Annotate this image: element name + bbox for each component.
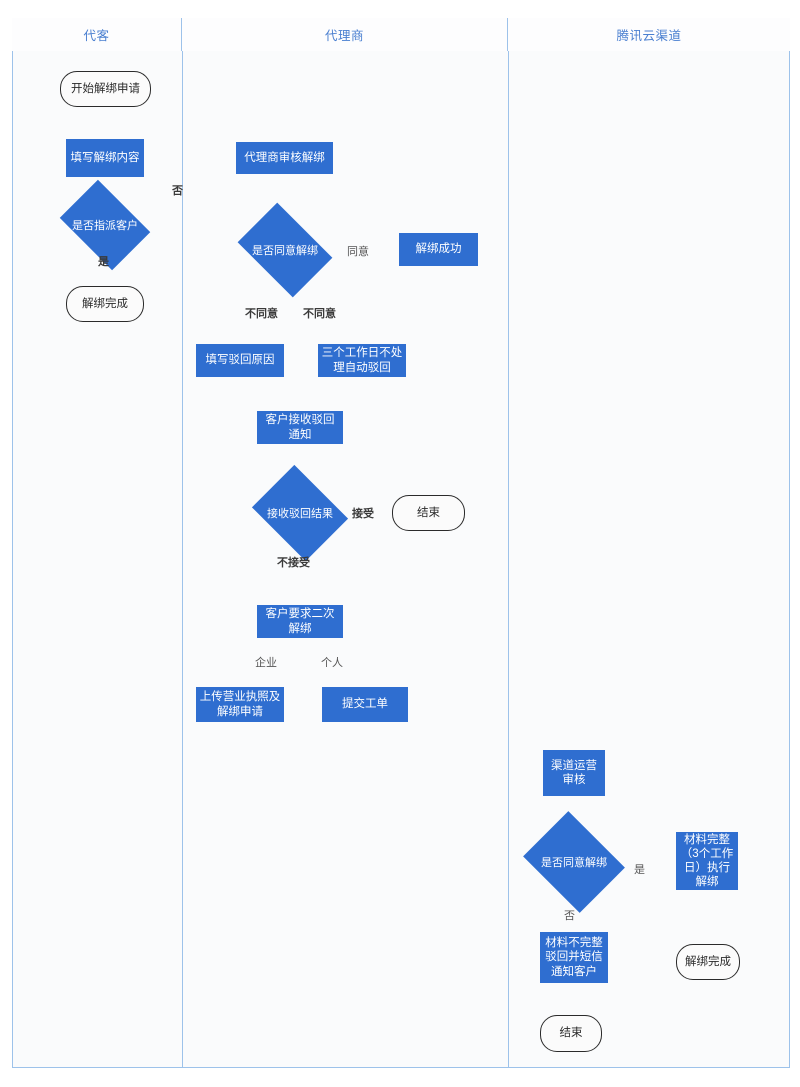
edge-label-individual: 个人: [321, 654, 343, 670]
edge-label-text: 不接受: [277, 557, 310, 569]
node-reject-result[interactable]: 接收驳回结果: [251, 464, 349, 562]
edge-label-text: 不同意: [245, 308, 278, 320]
edge-label-text: 不同意: [303, 308, 336, 320]
node-auto-reject[interactable]: 三个工作日不处理自动驳回: [318, 344, 406, 377]
node-upload-license[interactable]: 上传营业执照及解绑申请: [196, 687, 284, 722]
edge-label-text: 是: [98, 256, 109, 268]
edge-label-text: 否: [564, 910, 575, 922]
node-start-apply[interactable]: 开始解绑申请: [60, 71, 151, 107]
lane-label: 腾讯云渠道: [616, 29, 682, 43]
node-label: 材料完整（3个工作日）执行解绑: [680, 833, 734, 889]
edge-label-text: 企业: [255, 657, 277, 669]
node-customer-notice[interactable]: 客户接收驳回通知: [257, 411, 343, 444]
edge-label-text: 是: [634, 864, 645, 876]
node-label: 解绑完成: [82, 297, 128, 310]
edge-label-no-channel: 否: [564, 907, 575, 923]
node-unbind-success[interactable]: 解绑成功: [399, 233, 478, 266]
edge-label-text: 接受: [352, 508, 374, 520]
node-end-middle[interactable]: 结束: [392, 495, 465, 531]
edge-label-disagree-right: 不同意: [303, 305, 336, 321]
node-fill-reject[interactable]: 填写驳回原因: [196, 344, 284, 377]
edge-label-disagree-left: 不同意: [245, 305, 278, 321]
node-label: 结束: [559, 1027, 583, 1040]
node-label: 填写驳回原因: [205, 354, 275, 367]
node-label: 客户要求二次解绑: [265, 608, 335, 635]
node-label: 解绑完成: [685, 955, 731, 968]
edge-label-text: 否: [172, 185, 183, 197]
edge-label-accept: 接受: [352, 505, 374, 521]
lane-header-tencent: 腾讯云渠道: [508, 18, 790, 51]
node-unbind-done-left[interactable]: 解绑完成: [66, 286, 144, 322]
node-label: 接收驳回结果: [267, 508, 333, 520]
node-agent-review[interactable]: 代理商审核解绑: [236, 142, 333, 174]
edge-label-text: 同意: [347, 246, 369, 258]
edge-label-yes-assign: 是: [98, 253, 109, 269]
node-submit-ticket[interactable]: 提交工单: [322, 687, 408, 722]
lane-header-daike: 代客: [12, 18, 182, 51]
node-second-request[interactable]: 客户要求二次解绑: [257, 605, 343, 638]
edge-label-not-accept: 不接受: [277, 554, 310, 570]
swimlane-frame: [12, 18, 790, 1068]
lane-label: 代客: [83, 29, 110, 43]
node-material-ok[interactable]: 材料完整（3个工作日）执行解绑: [676, 832, 738, 890]
node-end-right[interactable]: 结束: [540, 1015, 602, 1052]
swimlane-divider-1: [182, 19, 183, 1067]
edge-label-agree: 同意: [347, 243, 369, 259]
node-label: 结束: [417, 506, 440, 519]
node-label: 是否指派客户: [72, 220, 138, 232]
node-label: 是否同意解绑: [541, 857, 607, 869]
node-agree-unbind2[interactable]: 是否同意解绑: [523, 811, 625, 913]
node-material-bad[interactable]: 材料不完整驳回并短信通知客户: [540, 932, 608, 983]
edge-label-yes-channel: 是: [634, 861, 645, 877]
node-label: 渠道运营审核: [551, 759, 597, 786]
lane-label: 代理商: [324, 29, 364, 43]
swimlane-divider-2: [508, 19, 509, 1067]
edge-label-text: 个人: [321, 657, 343, 669]
node-label: 开始解绑申请: [71, 82, 140, 95]
node-assign-customer[interactable]: 是否指派客户: [59, 179, 151, 271]
node-label: 材料不完整驳回并短信通知客户: [545, 937, 603, 978]
node-fill-content[interactable]: 填写解绑内容: [66, 139, 144, 177]
lane-header-dailishang: 代理商: [182, 18, 508, 51]
node-label: 解绑成功: [415, 243, 462, 256]
node-label: 三个工作日不处理自动驳回: [321, 347, 403, 374]
node-label: 代理商审核解绑: [244, 151, 325, 164]
node-label: 提交工单: [342, 698, 388, 711]
edge-label-enterprise: 企业: [255, 654, 277, 670]
node-channel-review[interactable]: 渠道运营审核: [543, 750, 605, 796]
edge-label-no-assign: 否: [172, 182, 183, 198]
node-label: 客户接收驳回通知: [265, 414, 335, 441]
node-unbind-done-right[interactable]: 解绑完成: [676, 944, 740, 980]
node-agree-unbind[interactable]: 是否同意解绑: [237, 202, 333, 298]
node-label: 填写解绑内容: [70, 151, 140, 164]
node-label: 上传营业执照及解绑申请: [199, 691, 281, 718]
node-label: 是否同意解绑: [252, 245, 318, 257]
